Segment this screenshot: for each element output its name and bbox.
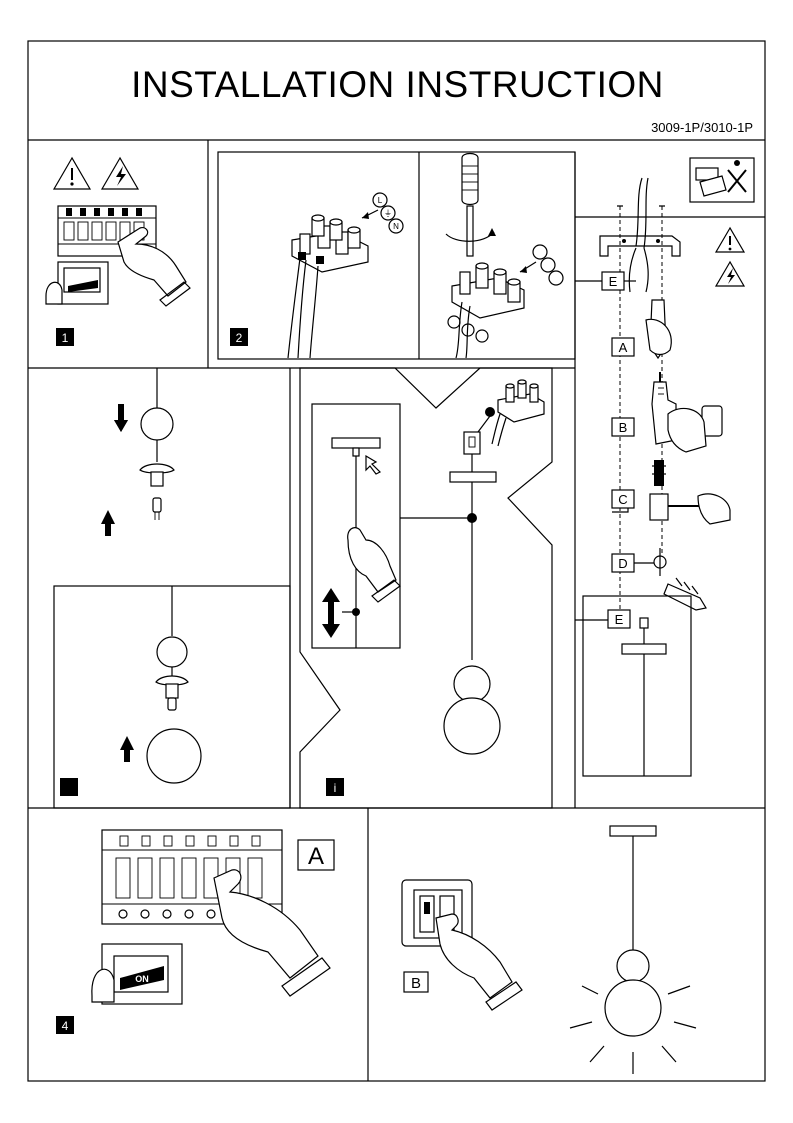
step-2-screw-panel: [445, 152, 564, 359]
step-3-badge: [60, 778, 78, 796]
main-switch-off-icon: [45, 261, 109, 305]
terminal-block-icon: [451, 262, 525, 319]
lamp-holder-icon: [150, 471, 164, 487]
lamp-holder-icon: [165, 683, 179, 699]
pendant-lamp-lit-icon: [569, 825, 697, 1074]
hammer-icon: [649, 493, 731, 525]
part-label-a: A: [619, 340, 628, 355]
glass-ball-icon: [140, 407, 174, 441]
drill-icon: [651, 372, 723, 453]
step-4-badge: [56, 1016, 74, 1034]
step-4-label-a: A: [308, 843, 324, 870]
part-label-d: D: [618, 556, 627, 571]
part-label-e2: E: [615, 612, 624, 627]
part-label-c-box: [611, 489, 635, 509]
electric-hazard-icon: [100, 156, 140, 190]
hand-icon: [435, 913, 523, 1011]
main-switch-on-icon: [91, 943, 183, 1005]
step-4-panel: A ON 4: [56, 829, 335, 1034]
live-symbol: L: [378, 196, 383, 205]
step-3b-globe-panel: [60, 586, 202, 796]
page-title: INSTALLATION INSTRUCTION: [131, 64, 664, 105]
ceiling-canopy-icon: [621, 643, 667, 655]
step-2-number: 2: [236, 331, 243, 345]
part-label-e: E: [609, 274, 618, 289]
step-1-badge: [56, 328, 74, 346]
fuse-box-icon: [101, 829, 283, 925]
polarity-symbols-icon: [519, 244, 564, 286]
hand-icon: [117, 227, 191, 307]
step-1-panel: OFF 1: [45, 156, 191, 346]
detail-inset-e: [582, 595, 692, 777]
arrow-up-icon: [120, 736, 134, 762]
step-2-badge: [230, 328, 248, 346]
part-label-b: B: [619, 420, 628, 435]
info-badge: [326, 778, 344, 796]
supply-cable-icon: [628, 177, 649, 293]
step-4-number: 4: [62, 1019, 69, 1033]
warning-icon: [714, 226, 746, 253]
cable-icon: [287, 257, 319, 359]
do-not-cover-icon: [689, 157, 755, 203]
hand-icon: [347, 527, 401, 603]
hand-icon: [213, 869, 331, 997]
label-b-box: [403, 971, 429, 993]
g9-bulb-icon: [152, 497, 162, 520]
part-label-a-box: [611, 337, 635, 357]
ceiling-canopy-icon: [331, 437, 381, 449]
pendant-lamp-icon: [443, 431, 501, 755]
glass-ball-icon: [156, 636, 188, 668]
g9-bulb-icon: [167, 697, 177, 711]
electric-hazard-icon: [714, 260, 746, 287]
up-down-arrow-icon: [322, 588, 340, 638]
hardware-panel: E A B C: [575, 157, 755, 777]
cable-icon: [447, 301, 489, 359]
step-2-wiring-panel: L ⏚ N 2: [230, 192, 404, 359]
warning-icon: [52, 156, 92, 190]
step-1-number: 1: [62, 331, 69, 345]
polarity-symbols-icon: [361, 192, 404, 234]
terminal-block-icon: [291, 214, 369, 273]
info-panel: i: [311, 379, 545, 796]
part-label-c: C: [618, 492, 627, 507]
label-a-box: [297, 839, 335, 871]
arrow-up-icon: [101, 510, 115, 536]
part-label-e2-box: [607, 609, 631, 629]
pencil-icon: [645, 299, 672, 360]
page-frame: [27, 40, 766, 1082]
canopy-cup-icon: [139, 463, 175, 474]
terminal-block-icon: [477, 379, 545, 447]
canopy-cup-icon: [155, 675, 189, 686]
earth-symbol: ⏚: [384, 209, 392, 218]
wall-plug-icon: [652, 460, 666, 486]
info-letter: i: [334, 781, 337, 795]
model-number: 3009-1P/3010-1P: [651, 120, 753, 135]
on-label: ON: [135, 974, 149, 984]
neutral-symbol: N: [393, 222, 399, 231]
step-5-panel: B: [401, 825, 697, 1074]
screwdriver-icon: [445, 152, 496, 257]
off-label: OFF: [73, 273, 87, 280]
part-label-b-box: [611, 417, 635, 437]
step-3-bulb-panel: [101, 368, 175, 536]
glass-globe-icon: [146, 728, 202, 784]
step-5-label-b: B: [411, 975, 421, 992]
screw-icon: [653, 548, 707, 611]
cursor-arrow-icon: [365, 454, 382, 475]
